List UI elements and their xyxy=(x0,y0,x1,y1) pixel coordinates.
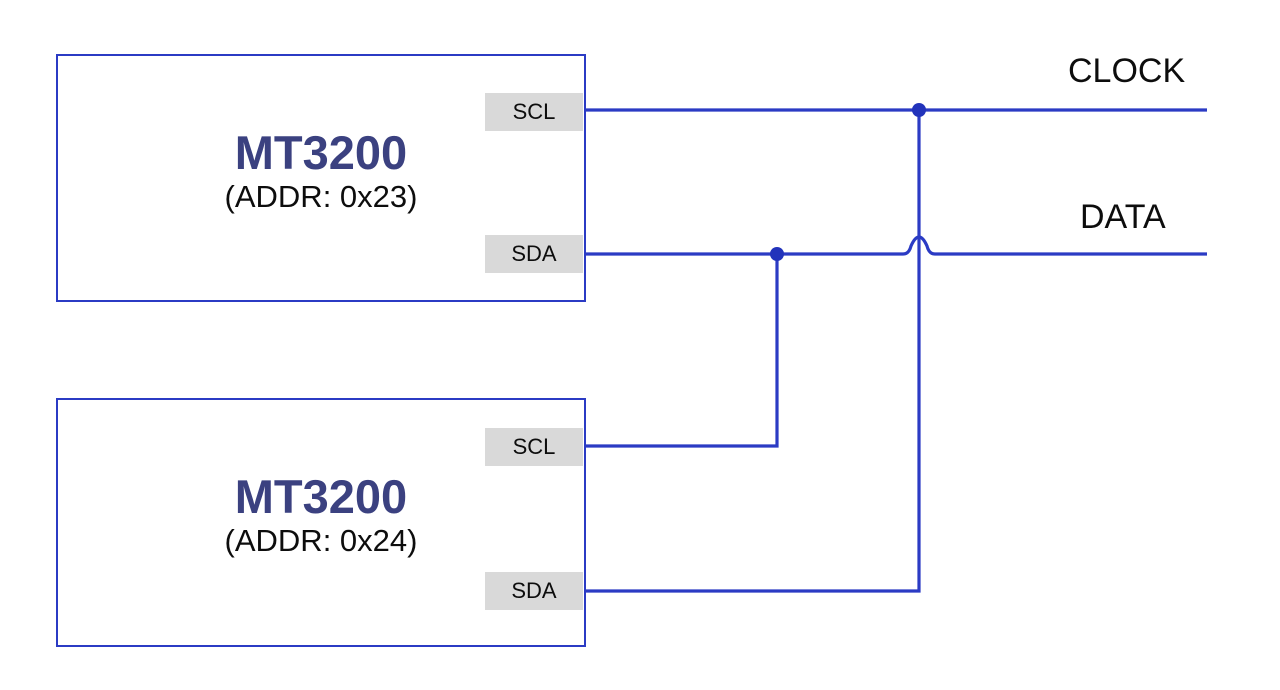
pin-bottom-sda-label: SDA xyxy=(511,578,557,603)
device-bottom-label: MT3200 (ADDR: 0x24) xyxy=(58,472,584,558)
device-top-address: (ADDR: 0x23) xyxy=(224,179,418,215)
bus-label-clock: CLOCK xyxy=(1068,52,1186,90)
junction-dot-clock xyxy=(912,103,926,117)
wire-bottom-scl xyxy=(586,254,779,448)
pin-bottom-scl-label: SCL xyxy=(512,434,556,459)
pin-top-sda-label: SDA xyxy=(511,241,557,266)
pin-top-scl-label: SCL xyxy=(512,99,556,124)
pin-top-sda[interactable]: SDA xyxy=(485,235,583,273)
device-top-label: MT3200 (ADDR: 0x23) xyxy=(58,128,584,214)
device-top-name: MT3200 xyxy=(234,126,408,179)
pin-bottom-scl[interactable]: SCL xyxy=(485,428,583,466)
wire-data-bus xyxy=(586,235,1207,256)
device-bottom-address: (ADDR: 0x24) xyxy=(224,523,418,559)
pin-top-scl[interactable]: SCL xyxy=(485,93,583,131)
pin-bottom-sda[interactable]: SDA xyxy=(485,572,583,610)
junction-dot-data xyxy=(770,247,784,261)
device-bottom-name: MT3200 xyxy=(234,470,408,523)
wire-bottom-sda xyxy=(586,110,921,593)
bus-label-data: DATA xyxy=(1080,198,1166,236)
